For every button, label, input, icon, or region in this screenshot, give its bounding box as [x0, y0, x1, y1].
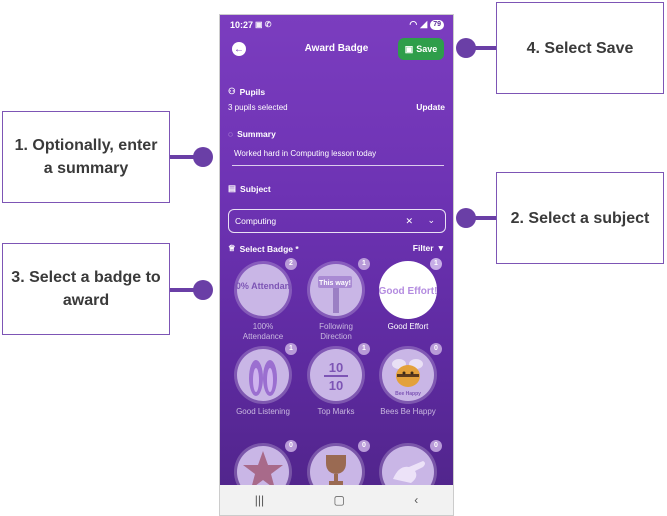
good-effort-badge-icon: Good Effort!: [379, 264, 437, 316]
badge-art-top-marks: 10 10: [307, 346, 365, 404]
badge-art-100-attendance: 100% Attendance: [234, 261, 292, 319]
save-icon: ▣: [404, 43, 414, 54]
callout-summary: 1. Optionally, enter a summary: [2, 111, 170, 203]
badge-count: 0: [358, 440, 370, 452]
badge-art-text: Good Effort!: [379, 286, 437, 297]
signpost-icon: This way!: [310, 264, 362, 316]
callout-badge: 3. Select a badge to award: [2, 243, 170, 335]
badge-art-text: Bee Happy: [395, 391, 421, 397]
pupils-icon: ⚇: [228, 86, 236, 96]
badge-count: 0: [430, 440, 442, 452]
summary-input[interactable]: Worked hard in Computing lesson today: [232, 149, 444, 166]
callout-save-dot: [456, 38, 476, 58]
badge-count: 1: [358, 258, 370, 270]
badge-bees-be-happy[interactable]: Bee Happy 0 Bees Be Happy: [378, 343, 442, 417]
filter-label: Filter: [412, 243, 434, 253]
badge-heading: ♕ Select Badge *: [228, 243, 299, 254]
chevron-down-icon[interactable]: ⌄: [427, 215, 435, 225]
callout-badge-connector: [170, 288, 203, 292]
bee-icon: Bee Happy: [382, 349, 434, 401]
badge-name: Bees Be Happy: [380, 407, 436, 416]
status-bar: 10:27 ▣ ✆ ◠ ◢ 79: [220, 15, 453, 35]
filter-button[interactable]: Filter ▼: [413, 243, 445, 253]
callout-badge-dot: [193, 280, 213, 300]
filter-icon: ▼: [436, 243, 445, 253]
badge-art-good-effort: Good Effort!: [379, 261, 437, 319]
wifi-icon: ◠: [409, 19, 418, 29]
badge-art-top: 10: [329, 360, 343, 375]
pupils-selected-text: 3 pupils selected: [228, 103, 288, 112]
summary-heading: ◌ Summary: [228, 129, 276, 139]
save-button[interactable]: ▣ Save: [398, 38, 444, 60]
status-time: 10:27: [230, 20, 254, 30]
badge-count: 0: [430, 343, 442, 355]
clear-icon[interactable]: ✕: [405, 216, 413, 226]
badge-count: 0: [285, 440, 297, 452]
badge-following-direction[interactable]: This way! 1 Following Direction: [306, 258, 370, 342]
recent-apps-icon[interactable]: |||: [254, 493, 265, 507]
badge-name: Good Effort: [387, 322, 429, 331]
badge-good-listening[interactable]: 1 Good Listening: [233, 343, 297, 417]
badge-count: 1: [358, 343, 370, 355]
badge-name: 100% Attendance: [242, 322, 284, 341]
badge-100-attendance[interactable]: 100% Attendance 2 100% Attendance: [233, 258, 297, 342]
subject-value: Computing: [235, 216, 277, 226]
notification-icons: ▣ ✆: [255, 20, 272, 29]
attendance-badge-icon: 100% Attendance: [234, 264, 292, 316]
update-pupils-link[interactable]: Update: [416, 102, 445, 112]
badge-name: Good Listening: [236, 407, 290, 416]
callout-subject: 2. Select a subject: [496, 172, 664, 264]
pupils-heading: ⚇ Pupils: [228, 86, 265, 97]
callout-save-connector: [466, 46, 496, 50]
badge-good-effort[interactable]: Good Effort! 1 Good Effort: [378, 258, 442, 332]
callout-summary-dot: [193, 147, 213, 167]
status-right: ◠ ◢ 79: [409, 19, 444, 30]
select-badge-label: Select Badge *: [239, 243, 299, 254]
back-nav-icon[interactable]: ‹: [414, 493, 419, 507]
bunny-ears-icon: [237, 349, 289, 401]
subject-heading: ▤ Subject: [228, 183, 271, 194]
pupils-label: Pupils: [239, 86, 266, 97]
trophy-icon: ♕: [228, 243, 236, 253]
badge-name: Top Marks: [317, 407, 355, 416]
badge-art-bees-be-happy: Bee Happy: [379, 346, 437, 404]
save-label: Save: [416, 44, 438, 54]
badge-art-good-listening: [234, 346, 292, 404]
back-button[interactable]: ←: [232, 42, 246, 56]
badge-name: Following Direction: [319, 322, 353, 341]
signal-icon: ◢: [420, 19, 428, 29]
book-icon: ▤: [228, 183, 237, 193]
badge-art-text: This way!: [319, 280, 351, 287]
callout-subject-dot: [456, 208, 476, 228]
ten-out-of-ten-icon: 10 10: [310, 349, 362, 401]
battery-indicator: 79: [430, 19, 444, 30]
badge-art-following-direction: This way!: [307, 261, 365, 319]
badge-count: 2: [285, 258, 297, 270]
badge-top-marks[interactable]: 10 10 1 Top Marks: [306, 343, 370, 417]
badge-count: 1: [430, 258, 442, 270]
callout-save: 4. Select Save: [496, 2, 664, 94]
summary-label: Summary: [237, 129, 276, 139]
arrow-left-icon: ←: [234, 43, 244, 55]
home-icon[interactable]: ▢: [333, 493, 345, 507]
speech-bubble-icon: ◌: [228, 129, 234, 139]
callout-summary-connector: [170, 155, 203, 159]
badge-count: 1: [285, 343, 297, 355]
subject-dropdown[interactable]: Computing ✕ ⌄: [228, 209, 446, 233]
subject-label: Subject: [240, 183, 271, 194]
callout-subject-connector: [466, 216, 496, 220]
system-nav-bar: ||| ▢ ‹: [220, 485, 453, 515]
badge-art-bottom: 10: [329, 378, 343, 393]
badge-art-text: 100% Attendance: [234, 281, 292, 291]
page-title: Award Badge: [304, 43, 369, 54]
phone-screen: 10:27 ▣ ✆ ◠ ◢ 79 ← Award Badge ▣ Save ⚇ …: [219, 14, 454, 516]
